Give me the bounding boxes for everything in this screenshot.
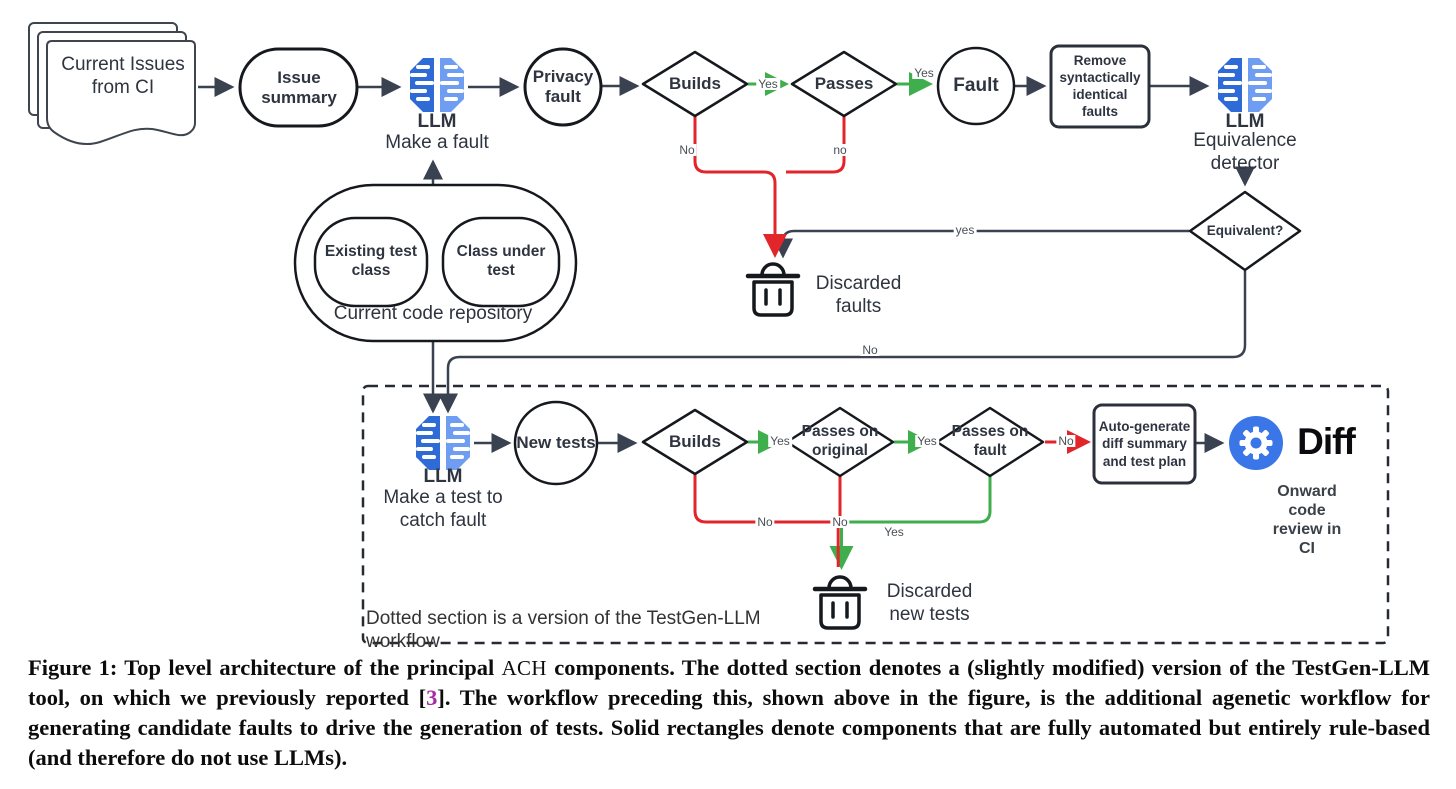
discarded-faults-trash-icon <box>748 264 798 315</box>
builds-bottom-label: Builds <box>669 431 721 451</box>
edge-label-passesoriginal-yes: Yes <box>915 434 939 448</box>
class-under-test-node <box>441 216 561 308</box>
edge-equivalent-no-to-llm <box>438 271 1247 414</box>
edge-label-builds2-no: No <box>755 515 775 529</box>
edge-builds2-no <box>693 474 836 524</box>
passes-original-label: Passes on original <box>801 423 879 459</box>
edge-label-passesfault-no: No <box>1056 434 1076 448</box>
privacy-fault-node <box>523 47 603 127</box>
no-connectors <box>693 116 1091 567</box>
autogen-diff-box <box>1092 403 1197 485</box>
edge-label-builds2-yes: Yes <box>768 434 792 448</box>
discarded-tests-label: Discarded new tests <box>886 581 973 625</box>
discarded-faults-label: Discarded faults <box>815 273 902 317</box>
fault-node <box>936 46 1016 126</box>
code-repository-label: Current code repository <box>333 302 533 324</box>
dotted-section-note: Dotted section is a version of the TestG… <box>366 608 761 652</box>
testgen-dotted-section <box>361 384 1390 645</box>
llm-make-fault-subtitle: Make a fault <box>385 131 489 153</box>
fault-label: Fault <box>953 74 999 96</box>
new-tests-label: New tests <box>516 432 596 452</box>
document-stack-icon <box>28 22 196 145</box>
edge-label-center-no: No <box>830 515 850 529</box>
llm-make-test-title: LLM <box>423 465 463 487</box>
existing-test-class-node <box>313 216 429 308</box>
diff-gear-icon <box>1229 416 1283 470</box>
llm-equivalence-subtitle: Equivalence detector <box>1193 130 1297 174</box>
current-issues-label: Current Issues from CI <box>61 54 185 98</box>
llm-make-test-subtitle: Make a test to catch fault <box>383 487 503 531</box>
passes-original-diamond <box>785 406 895 478</box>
builds-top-label: Builds <box>669 73 721 93</box>
builds-bottom-diamond <box>641 408 749 476</box>
privacy-fault-label: Privacy fault <box>532 66 594 106</box>
edge-label-builds-yes: Yes <box>756 77 780 91</box>
edge-label-passes-no: no <box>831 143 849 157</box>
diagram-canvas <box>28 22 1390 645</box>
yes-connectors <box>748 72 992 570</box>
edge-label-equivalent-no: No <box>860 343 880 357</box>
edge-passes-no <box>786 116 846 174</box>
diff-subtitle: Onward code review in CI <box>1272 483 1342 557</box>
equivalent-diamond <box>1188 190 1302 272</box>
remove-identical-box <box>1049 44 1151 129</box>
passes-top-label: Passes <box>814 73 874 93</box>
issue-summary-node <box>238 47 359 128</box>
caption-ref-link[interactable]: 3 <box>426 684 438 710</box>
equivalent-label: Equivalent? <box>1206 222 1284 238</box>
llm-make-fault-title: LLM <box>417 110 457 132</box>
caption-ach-smallcaps: ACH <box>501 656 547 680</box>
code-repository-group <box>293 183 578 343</box>
llm-make-fault-icon <box>410 58 464 112</box>
figure-caption: Figure 1: Top level architecture of the … <box>28 653 1430 773</box>
passes-top-diamond <box>790 50 898 118</box>
edge-label-passesfault-yes: Yes <box>882 525 906 539</box>
edge-equivalent-yes-to-trash <box>773 229 1189 259</box>
llm-equivalence-icon <box>1218 58 1272 112</box>
autogen-diff-label: Auto-generate diff summary and test plan <box>1098 418 1191 469</box>
issue-summary-label: Issue summary <box>261 67 337 107</box>
edge-label-equivalent-yes: yes <box>953 223 977 237</box>
new-tests-node <box>513 400 599 486</box>
caption-text-mid: components. The dotted section denotes a… <box>28 655 1430 710</box>
caption-text-start: Figure 1: Top level architecture of the … <box>28 655 502 680</box>
caption-text-end: ]. The workflow preceding this, shown ab… <box>28 684 1430 770</box>
edge-label-builds-no: No <box>677 143 697 157</box>
passes-fault-diamond <box>935 406 1045 478</box>
edge-builds-no <box>693 116 787 258</box>
builds-top-diamond <box>641 50 749 118</box>
diff-title: Diff <box>1297 420 1356 462</box>
edge-passesfault-yes <box>843 476 992 524</box>
class-under-test-label: Class under test <box>456 243 546 279</box>
edge-label-passes-yes: Yes <box>912 66 936 80</box>
passes-fault-label: Passes on fault <box>951 423 1029 459</box>
llm-equivalence-title: LLM <box>1225 110 1265 132</box>
existing-test-class-label: Existing test class <box>324 243 418 279</box>
llm-make-test-icon <box>416 416 470 470</box>
remove-identical-label: Remove syntactically identical faults <box>1059 53 1141 119</box>
